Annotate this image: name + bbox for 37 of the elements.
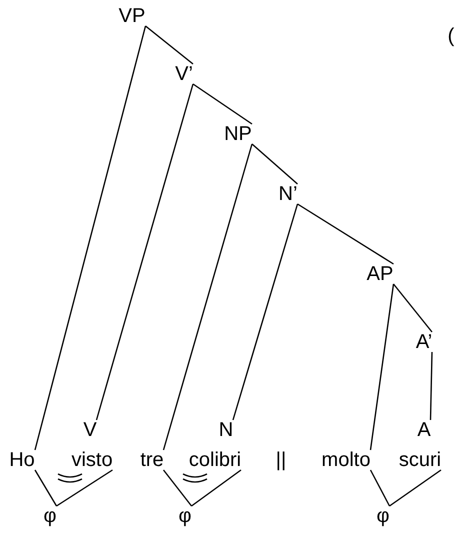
- tree-label: A’: [416, 330, 432, 354]
- tree-label: VP: [118, 4, 146, 28]
- tree-branch: [56, 469, 113, 507]
- tree-branch: [370, 284, 394, 450]
- tree-label: molto: [322, 448, 370, 472]
- tree-label: A: [417, 418, 431, 442]
- tree-branch: [393, 284, 432, 332]
- tree-label: tre: [140, 448, 164, 472]
- tree-label: φ: [178, 504, 192, 528]
- tree-branch: [252, 144, 298, 184]
- tree-label: N’: [278, 182, 298, 206]
- tree-branch: [162, 144, 253, 450]
- tree-label: Ho: [9, 448, 35, 472]
- tree-branch: [191, 469, 242, 507]
- tree-label: N: [218, 418, 234, 442]
- tree-branch: [389, 469, 442, 507]
- tree-label: AP: [366, 262, 394, 286]
- tree-label: colibri: [188, 448, 242, 472]
- tree-branch: [192, 83, 252, 125]
- tree-branch: [34, 470, 58, 506]
- label-text: ||: [276, 448, 286, 472]
- tree-label: φ: [44, 504, 56, 528]
- tree-branch: [145, 26, 194, 64]
- tree-branch: [232, 204, 298, 420]
- tree-branch: [96, 84, 194, 420]
- tree-label: φ: [376, 504, 390, 528]
- tree-branch: [34, 26, 146, 450]
- tree-label: visto: [71, 448, 113, 472]
- tree-label: scuri: [398, 448, 442, 472]
- label-text: (: [448, 24, 454, 48]
- tree-label: V: [83, 418, 97, 442]
- tree-branch: [297, 203, 394, 265]
- tree-label: V’: [175, 62, 193, 86]
- tree-branch: [162, 470, 192, 506]
- tree-branch: [430, 352, 433, 420]
- tree-branch: [370, 470, 390, 506]
- tree-label: NP: [224, 122, 252, 146]
